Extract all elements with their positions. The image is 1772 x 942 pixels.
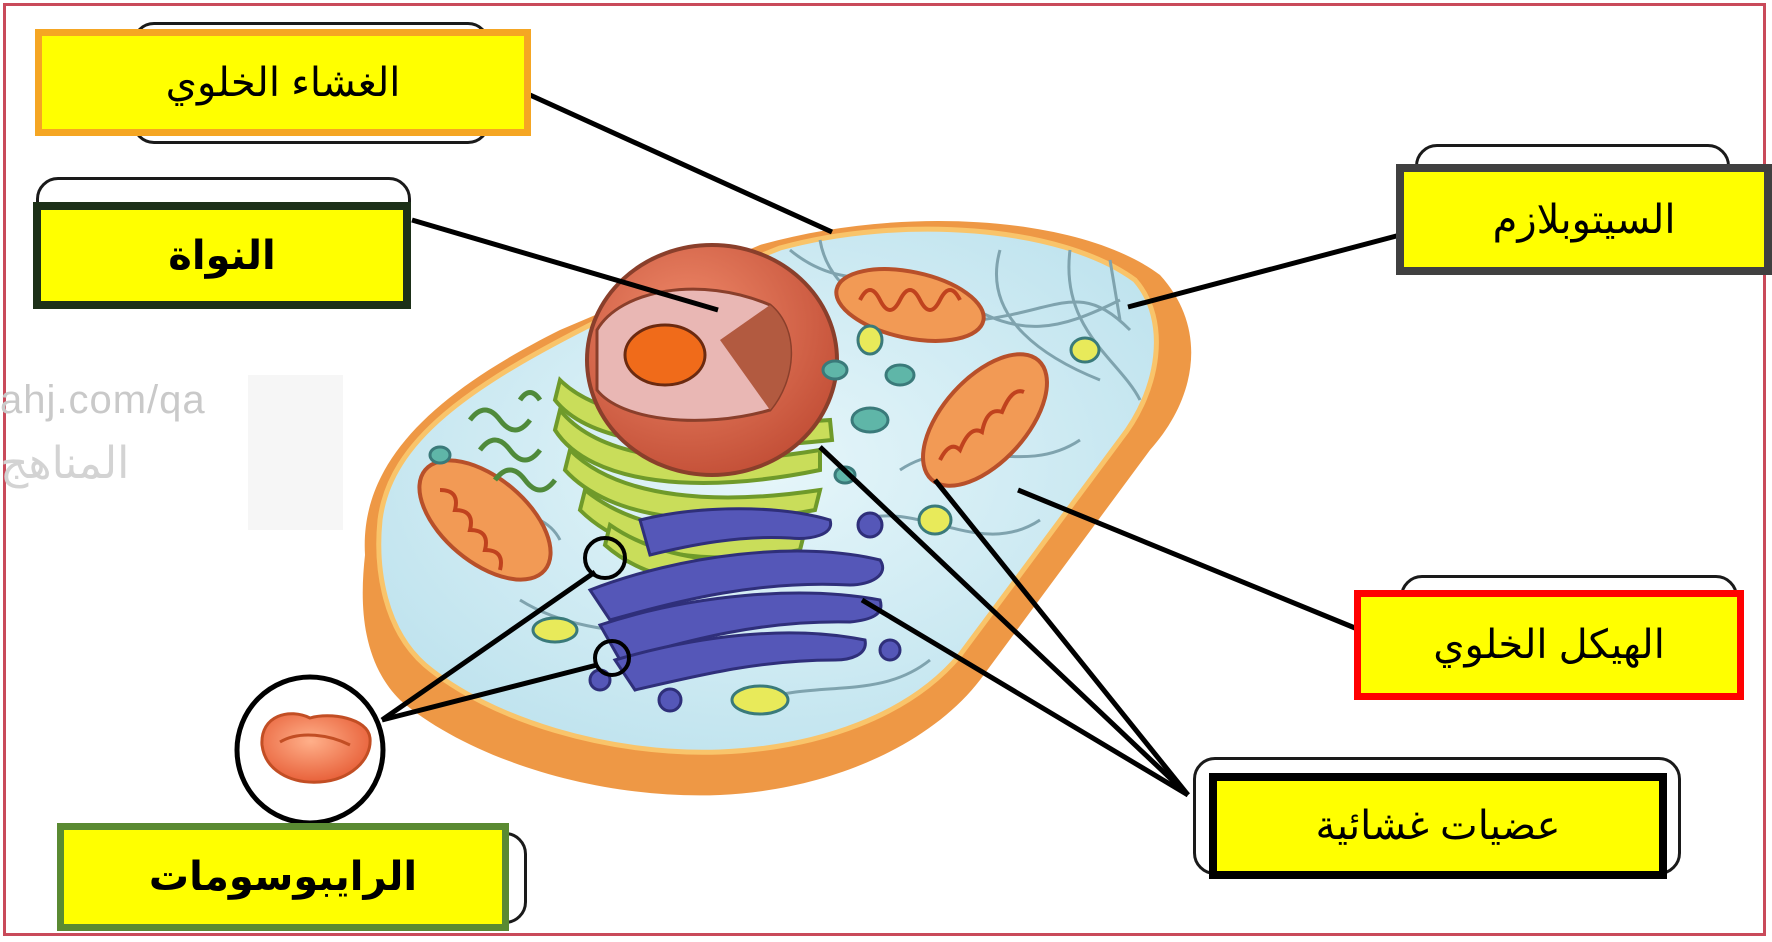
label-cell-membrane: الغشاء الخلوي (35, 29, 531, 136)
nucleus (587, 245, 837, 475)
ribosome-inset (237, 677, 383, 823)
label-cytoplasm: السيتوبلازم (1396, 164, 1772, 275)
label-cytoskeleton: الهيكل الخلوي (1354, 590, 1744, 700)
label-nucleus: النواة (33, 202, 411, 309)
label-ribosomes: الرايبوسومات (57, 823, 509, 931)
label-membrane-organelles: عضيات غشائية (1209, 773, 1667, 879)
